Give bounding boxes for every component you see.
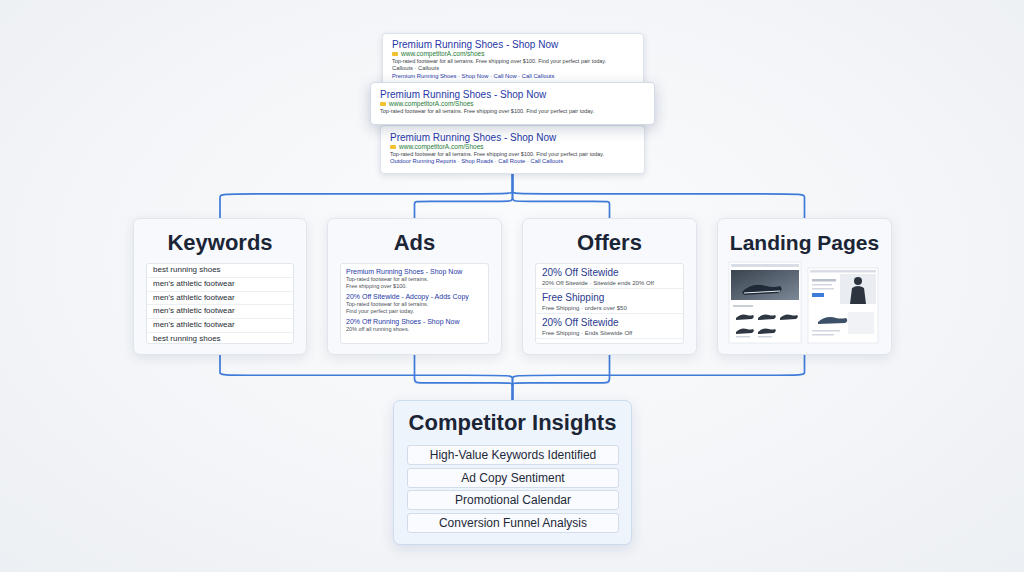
insight-label: High-Value Keywords Identified bbox=[430, 448, 597, 462]
keyword-item: men's athletic footwear bbox=[147, 278, 293, 292]
offer-detail: Free Shipping · Ends Sitewide Off bbox=[536, 329, 683, 339]
category-box: Landing Pages bbox=[717, 218, 892, 355]
search-ad-card: Premium Running Shoes - Shop Nowwww.comp… bbox=[380, 125, 645, 174]
insight-label: Promotional Calendar bbox=[455, 493, 571, 507]
box-heading: Landing Pages bbox=[718, 229, 891, 257]
connector-line bbox=[513, 355, 610, 400]
ad-headline: Premium Running Shoes - Shop Now bbox=[380, 89, 646, 100]
ad-copy-line: Top-rated footwear for all terrains. bbox=[341, 276, 488, 283]
ad-sitelinks: Premium Running Shoes · Shop Now · Call … bbox=[392, 73, 635, 81]
ad-headline: Premium Running Shoes - Shop Now bbox=[390, 132, 636, 143]
keyword-item: men's athletic footwear bbox=[147, 292, 293, 306]
ad-url: www.competitorA.com/Shoes bbox=[380, 100, 646, 108]
ad-sitelinks: Outdoor Running Reports · Shop Roads · C… bbox=[390, 158, 636, 166]
keyword-item: men's athletic footwear bbox=[147, 305, 293, 319]
connector-line bbox=[415, 174, 513, 218]
ad-copy-headline: Premium Running Shoes - Shop Now bbox=[341, 267, 488, 276]
ad-description: Top-rated footwear for all terrains. Fre… bbox=[380, 108, 646, 116]
ad-copy-line: 20% off all running shoes. bbox=[341, 326, 488, 333]
connector-line bbox=[220, 355, 513, 400]
search-ad-card: Premium Running Shoes - Shop Nowwww.comp… bbox=[370, 82, 655, 125]
box-heading: Keywords bbox=[134, 229, 306, 257]
ad-copy-headline: 20% Off Sitewide - Adcopy - Adds Copy bbox=[341, 292, 488, 301]
insight-row: High-Value Keywords Identified bbox=[407, 445, 619, 465]
connector-line bbox=[415, 355, 513, 400]
insight-row: Conversion Funnel Analysis bbox=[407, 513, 619, 533]
insights-box: High-Value Keywords Identified Ad Copy Se… bbox=[393, 400, 632, 545]
connector-line bbox=[513, 355, 805, 400]
ad-url: www.competitorA.com/shoes bbox=[392, 50, 635, 58]
connector-line bbox=[513, 174, 805, 218]
keyword-item: men's athletic footwear bbox=[147, 319, 293, 333]
insight-label: Conversion Funnel Analysis bbox=[439, 516, 587, 530]
offer-title: 20% Off Sitewide bbox=[536, 317, 683, 329]
box-heading: Offers bbox=[523, 229, 696, 257]
connector-line bbox=[513, 174, 610, 218]
ad-description: Top-rated footwear for all terrains. Fre… bbox=[390, 151, 636, 159]
ad-copy-line: Free shipping over $100. bbox=[341, 283, 488, 290]
insight-label: Ad Copy Sentiment bbox=[461, 471, 564, 485]
offer-detail: Free Shipping · orders over $50 bbox=[536, 304, 683, 314]
content-panel: Premium Running Shoes - Shop NowTop-rate… bbox=[340, 263, 489, 344]
category-box: Keywordsbest running shoesmen's athletic… bbox=[133, 218, 307, 355]
ad-url: www.competitorA.com/Shoes bbox=[390, 143, 636, 151]
category-box: Offers20% Off Sitewide20% Off Sitewide ·… bbox=[522, 218, 697, 355]
offer-detail: 20% Off Sitewide · Sitewide ends 20% Off bbox=[536, 279, 683, 289]
offer-title: 20% Off Sitewide bbox=[536, 267, 683, 279]
box-heading: Competitor Insights bbox=[394, 409, 631, 437]
ad-headline: Premium Running Shoes - Shop Now bbox=[392, 39, 635, 50]
insight-row: Promotional Calendar bbox=[407, 490, 619, 510]
content-panel: best running shoesmen's athletic footwea… bbox=[146, 263, 294, 344]
category-box: AdsPremium Running Shoes - Shop NowTop-r… bbox=[327, 218, 502, 355]
keyword-item: best running shoes bbox=[147, 333, 293, 344]
ad-copy-line: Top-rated footwear for all terrains. bbox=[341, 301, 488, 308]
offer-title: Free Shipping bbox=[536, 292, 683, 304]
ad-copy-line: Find your perfect pair today. bbox=[341, 308, 488, 315]
keyword-item: best running shoes bbox=[147, 264, 293, 278]
ad-callouts: Callouts · Callouts bbox=[392, 65, 635, 73]
ad-description: Top-rated footwear for all terrains. Fre… bbox=[392, 58, 635, 66]
ad-copy-headline: 20% Off Running Shoes - Shop Now bbox=[341, 317, 488, 326]
box-heading: Ads bbox=[328, 229, 501, 257]
content-panel: 20% Off Sitewide20% Off Sitewide · Sitew… bbox=[535, 263, 684, 344]
insight-row: Ad Copy Sentiment bbox=[407, 468, 619, 488]
connector-line bbox=[220, 174, 513, 218]
